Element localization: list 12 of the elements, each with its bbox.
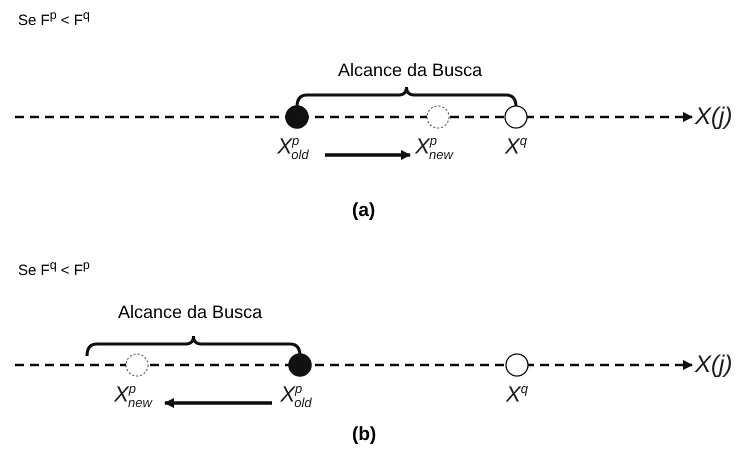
arrow <box>325 150 411 160</box>
condition-text: Se F$^{p}$ < F$^{q}$ <box>18 8 90 29</box>
range-label: Alcance da Busca <box>118 302 262 323</box>
subfigure-label: (a) <box>352 200 376 222</box>
subfigure-label: (b) <box>352 424 376 446</box>
variable-label: X$^{q}$ <box>504 381 529 408</box>
axis-label: X(j) <box>695 351 732 379</box>
condition-text: Se F$^{q}$ < F$^{p}$ <box>18 258 90 279</box>
range-label: Alcance da Busca <box>338 60 482 81</box>
axis-label: X(j) <box>695 103 732 131</box>
variable-label: X$^{q}$ <box>504 133 528 160</box>
arrow <box>164 398 272 408</box>
